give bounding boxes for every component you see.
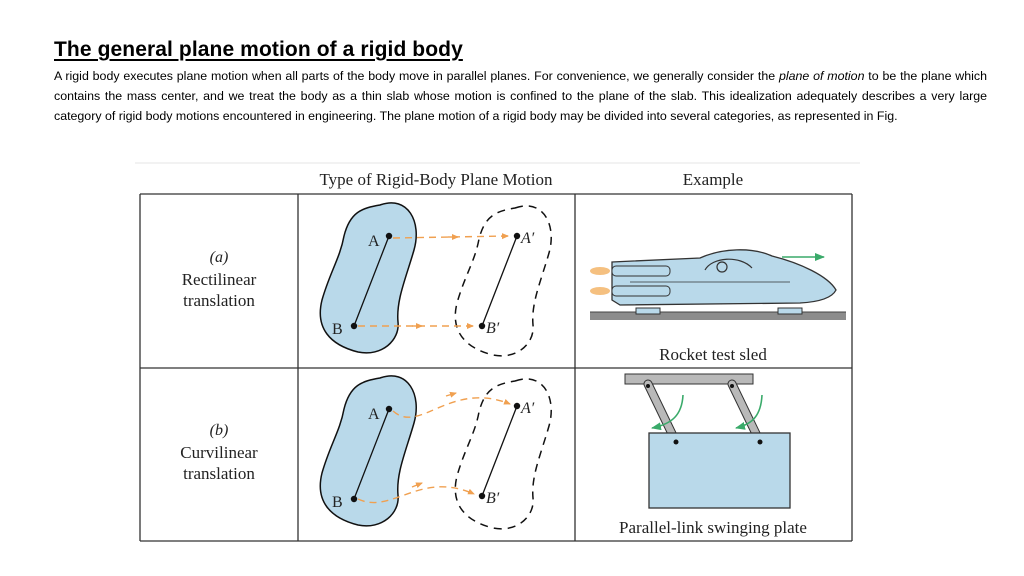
swing-arrow-left (651, 394, 684, 431)
row-a-point-b: B (332, 321, 343, 338)
row-b-diagram: A B A′ B′ (319, 375, 552, 530)
row-a-label-line1: Rectilinear (182, 270, 257, 289)
swing-arrow-right (735, 394, 763, 430)
paragraph-emphasis: plane of motion (778, 69, 865, 83)
row-a-label-line2: translation (183, 291, 255, 310)
row-a-displaced-outline (454, 205, 552, 357)
paragraph-text-end: to be the plane which contains the mass … (54, 69, 987, 123)
rocket-sled-illustration (590, 249, 846, 320)
row-b-label-line2: translation (183, 464, 255, 483)
body-paragraph: A rigid body executes plane motion when … (54, 67, 987, 126)
swinging-plate (648, 432, 791, 509)
page-title: The general plane motion of a rigid body (54, 38, 463, 61)
header-motion-type: Type of Rigid-Body Plane Motion (319, 170, 553, 189)
row-a-point-a-prime: A′ (520, 230, 535, 247)
paragraph-text-start: A rigid body executes plane motion when … (54, 69, 779, 83)
row-b-displaced-outline (454, 378, 552, 530)
row-a-example-caption: Rocket test sled (659, 345, 767, 364)
row-b-point-b-prime: B′ (486, 490, 500, 507)
track-rail (590, 312, 846, 320)
row-b-point-a-prime: A′ (520, 400, 535, 417)
row-a-point-a: A (368, 233, 380, 250)
row-b-point-a: A (368, 406, 380, 423)
row-b-path-b (357, 486, 475, 504)
swinging-plate-illustration (624, 373, 791, 509)
figure-table-grid (139, 193, 853, 542)
support-beam (624, 373, 754, 385)
row-b-label-line1: Curvilinear (180, 443, 258, 462)
row-b-example-caption: Parallel-link swinging plate (619, 518, 807, 537)
row-a-point-b-prime: B′ (486, 320, 500, 337)
row-b-point-b: B (332, 494, 343, 511)
row-b-tag: (b) (210, 422, 229, 439)
row-a-diagram: A B A′ B′ (319, 202, 552, 357)
sled-body (611, 249, 837, 306)
row-a-tag: (a) (210, 249, 229, 266)
row-b-path-a (392, 397, 511, 418)
header-example: Example (683, 170, 743, 189)
